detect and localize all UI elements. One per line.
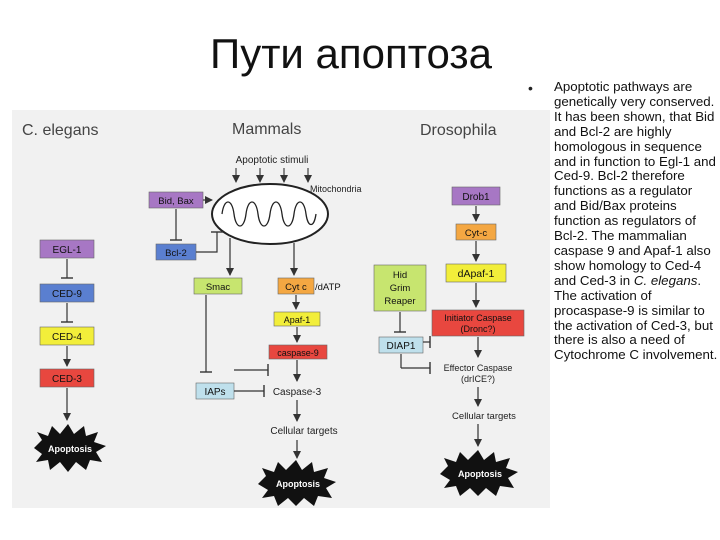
bcl2-label: Bcl-2 [165,248,187,259]
caspase3-label: Caspase-3 [273,387,322,398]
mammals-targets-label: Cellular targets [270,426,337,437]
dros-cytc-label: Cyt-c [465,228,487,239]
iaps-label: IAPs [204,387,225,398]
smac-label: Smac [206,282,231,293]
header-drosophila: Drosophila [420,122,497,139]
dapaf1-box [445,263,507,283]
grim-label: Grim [390,283,411,294]
ced9-box [39,283,95,303]
drob1-box [451,186,501,206]
egl1-box [39,239,95,259]
dros-targets-label: Cellular targets [452,411,516,422]
body-text-italic: C. elegans [633,272,698,288]
smac-box [193,277,243,295]
celegans-apoptosis-label: Apoptosis [48,444,92,454]
pathway-diagram: C. elegans Mammals Drosophila EGL-1 CED-… [22,121,525,506]
header-celegans: C. elegans [22,122,99,139]
ced4-label: CED-4 [52,332,82,343]
diap1-label: DIAP1 [387,341,416,352]
apaf1-label: Apaf-1 [284,315,311,325]
caspase9-box [268,344,328,360]
mammals-apoptosis-label: Apoptosis [276,479,320,489]
celegans-apoptosis-burst [34,424,106,472]
ced4-box [39,326,95,346]
effector-label-1: Effector Caspase [444,363,513,373]
dros-apoptosis-label: Apoptosis [458,469,502,479]
dros-cytc-box [455,223,497,241]
cytc-box [277,277,315,295]
hid-grim-reaper-box [373,264,427,312]
mammals-apoptosis-burst [258,460,336,506]
dros-apoptosis-burst [440,450,518,496]
hid-label: Hid [393,270,407,281]
mitochondria-label: Mitochondria [310,184,362,194]
mitochondrion-cristae [221,201,317,227]
reaper-label: Reaper [384,296,415,307]
ced9-label: CED-9 [52,289,82,300]
drob1-label: Drob1 [462,192,490,203]
ced3-box [39,368,95,388]
bcl2-mito-inhibit [196,232,218,253]
bidbax-label: Bid, Bax [158,196,194,207]
initiator-label-2: (Dronc?) [460,324,495,334]
body-text: Apoptotic pathways are genetically very … [554,79,718,363]
apoptosis-pathways-figure: C. elegans Mammals Drosophila EGL-1 CED-… [12,110,550,508]
initiator-label-1: Initiator Caspase [444,313,512,323]
effector-label-2: (drICE?) [461,374,495,384]
stimuli-label: Apoptotic stimuli [236,155,309,166]
egl1-label: EGL-1 [53,245,82,256]
datp-label: /dATP [315,282,341,293]
header-mammals: Mammals [232,121,301,138]
slide-title: Пути апоптоза [210,30,493,77]
body-text-part2: . The activation of procaspase-9 is simi… [554,272,718,363]
bullet-marker: • [528,80,533,96]
initiator-caspase-box [431,309,525,337]
cytc-label: Cyt c [285,282,307,293]
caspase9-label: caspase-9 [277,348,319,358]
dapaf1-label: dApaf-1 [458,268,495,280]
ced3-label: CED-3 [52,374,82,385]
body-text-part1: Apoptotic pathways are genetically very … [554,79,716,288]
diap1-box [378,336,424,354]
apaf1-box [273,311,321,327]
